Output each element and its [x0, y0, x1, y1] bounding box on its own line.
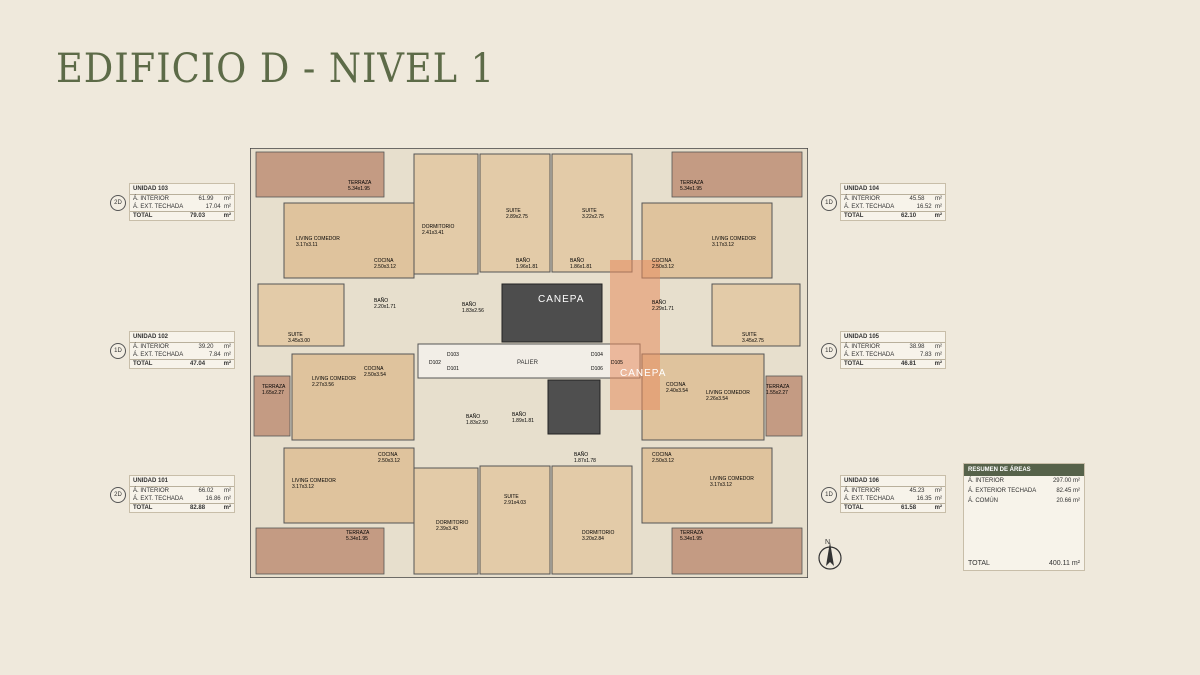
unit-type-badge: 1D: [110, 343, 126, 359]
floor-plan: [250, 148, 808, 578]
door-d106: D106: [591, 366, 603, 372]
unit-type-badge: 2D: [110, 195, 126, 211]
palier-label: PALIER: [517, 360, 538, 366]
unit-type-badge: 2D: [110, 487, 126, 503]
unit-type-badge: 1D: [821, 487, 837, 503]
unit-type-badge: 1D: [821, 195, 837, 211]
door-d103: D103: [447, 352, 459, 358]
svg-text:N: N: [825, 539, 830, 546]
north-arrow-icon: N: [818, 539, 842, 570]
door-d102: D102: [429, 360, 441, 366]
brand-label: CANEPA: [538, 294, 585, 305]
unit-type-badge: 1D: [821, 343, 837, 359]
door-d101: D101: [447, 366, 459, 372]
door-d105: D105: [611, 360, 623, 366]
door-d104: D104: [591, 352, 603, 358]
page-title: EDIFICIO D - NIVEL 1: [56, 46, 495, 92]
brand-label-2: CANEPA: [620, 368, 667, 379]
